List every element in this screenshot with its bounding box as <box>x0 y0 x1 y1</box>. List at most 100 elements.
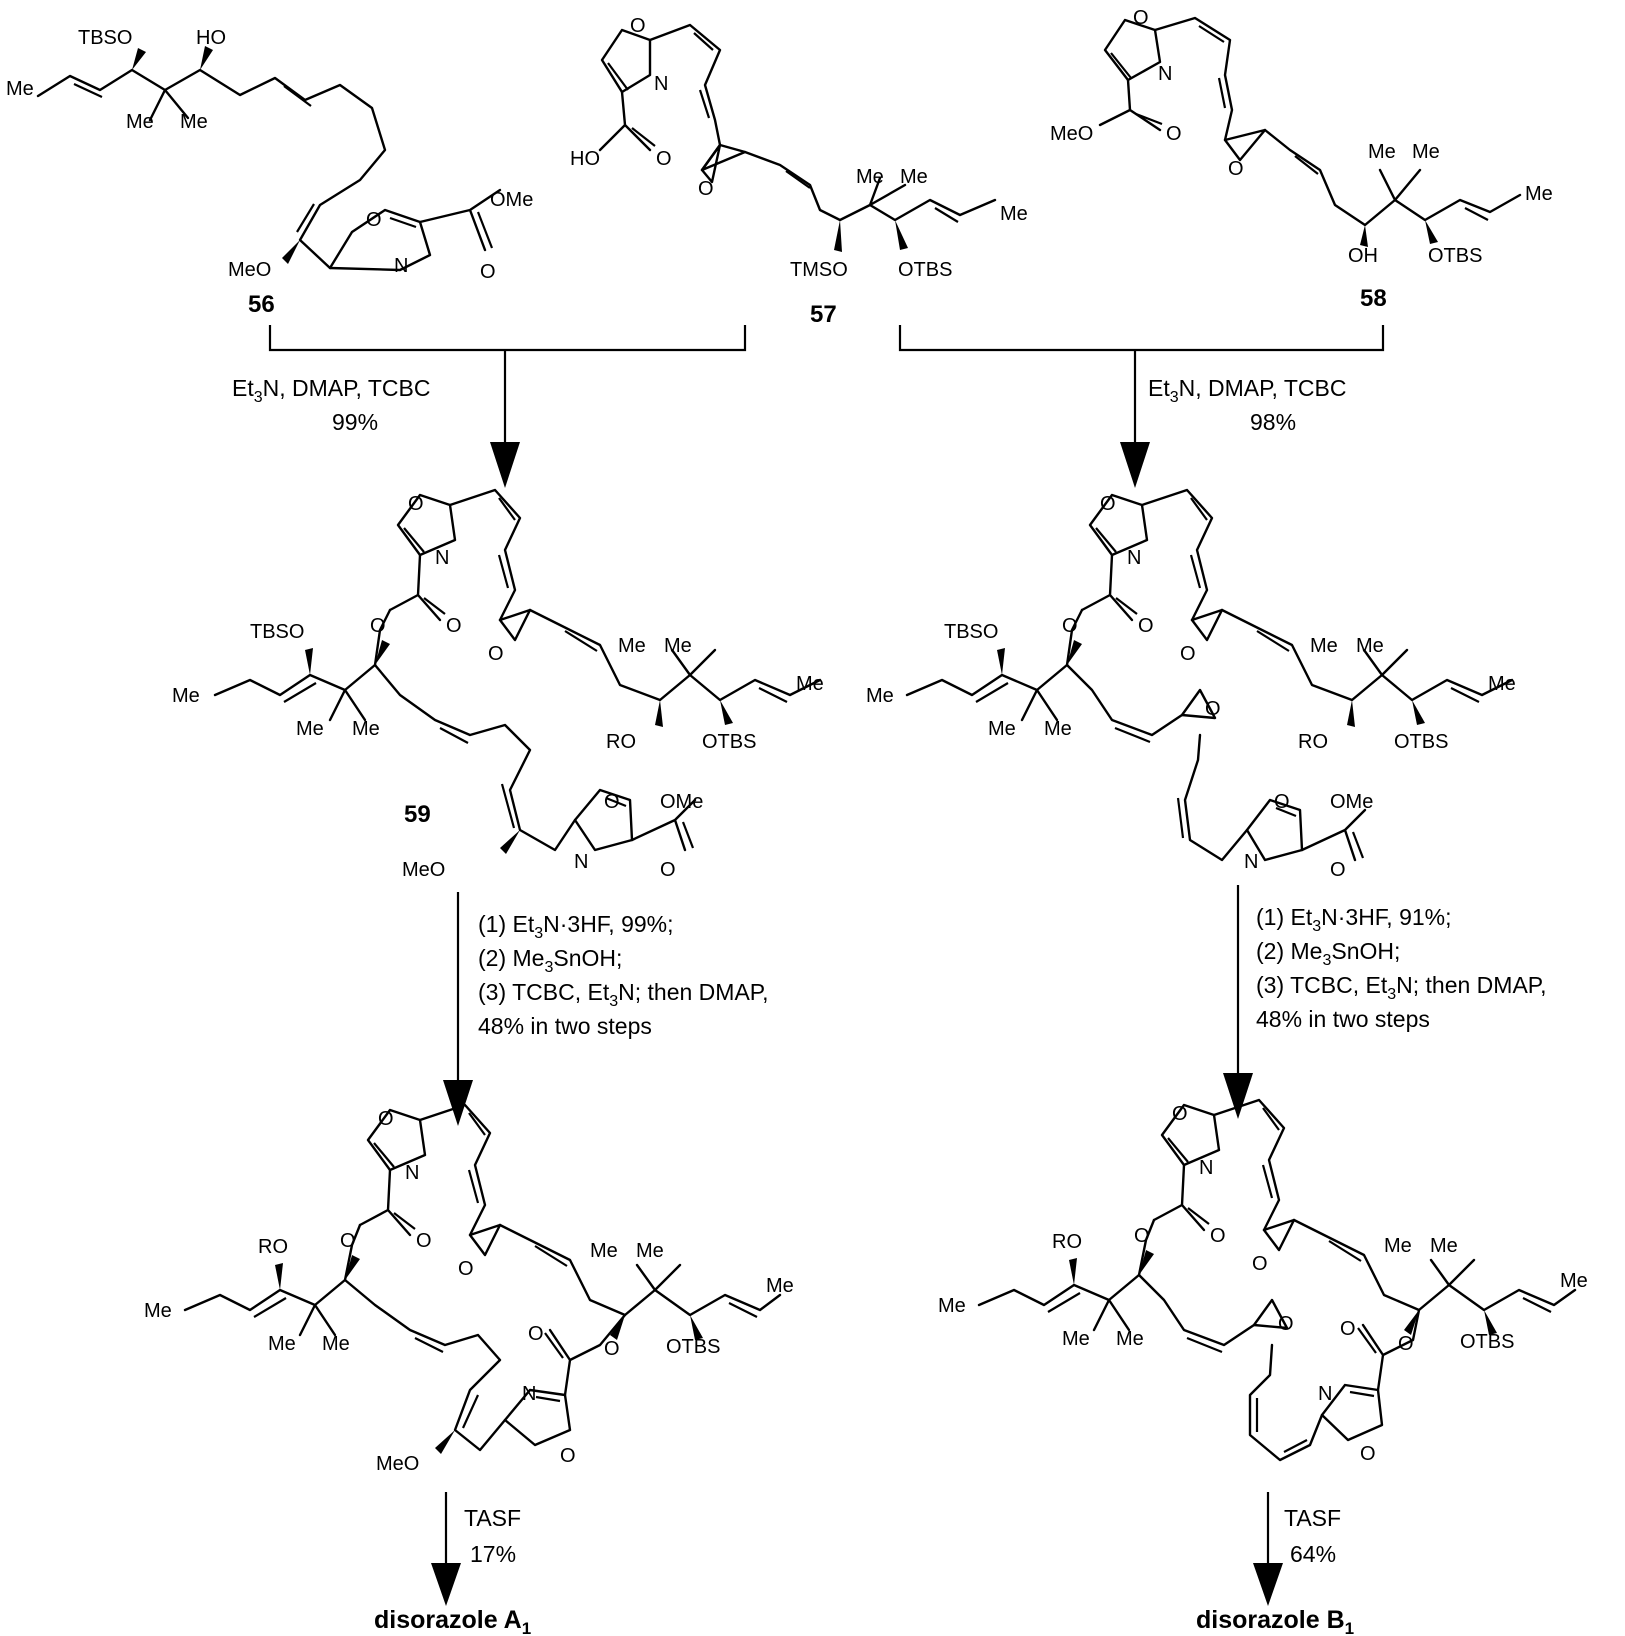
c59-ome-label: OMe <box>660 791 703 813</box>
right-step-2: (2) Me3SnOH; <box>1256 938 1400 969</box>
c59-me-label: Me <box>618 635 646 657</box>
rm-me-label: Me <box>1384 1235 1412 1257</box>
lm-otbs-label: OTBS <box>666 1336 720 1358</box>
right-macro-conditions: (1) Et3N·3HF, 91%; (2) Me3SnOH; (3) TCBC… <box>1256 904 1547 1032</box>
c57-me-label: Me <box>856 166 884 188</box>
c59-me-label: Me <box>296 718 324 740</box>
c59-epoxide-o-label: O <box>488 643 504 665</box>
c58-oh-label: OH <box>1348 245 1378 267</box>
left-coupling-conditions: Et3N, DMAP, TCBC 99% <box>232 375 431 435</box>
c59-oxazole-o-label: O <box>408 493 424 515</box>
right-final-yield: 64% <box>1290 1541 1336 1567</box>
c56-carbonyl-o-label: O <box>480 261 496 283</box>
rm-me-label: Me <box>1062 1328 1090 1350</box>
c57-oxazole-o-label: O <box>630 15 646 37</box>
lm-oxazole-n-label: N <box>405 1162 419 1184</box>
lm-oxazole2-o-label: O <box>560 1445 576 1467</box>
ri-tbso-label: TBSO <box>944 621 998 643</box>
rm-carbonyl-o-label: O <box>1210 1225 1226 1247</box>
ri-ome-label: OMe <box>1330 791 1373 813</box>
right-final-arrow <box>1253 1492 1283 1606</box>
lm-meo-label: MeO <box>376 1453 419 1475</box>
c58-otbs-label: OTBS <box>1428 245 1482 267</box>
c59-otbs-label: OTBS <box>702 731 756 753</box>
lm-epoxide-o-label: O <box>458 1258 474 1280</box>
ri-oxazole2-n-label: N <box>1244 851 1258 873</box>
rm-me-label: Me <box>938 1295 966 1317</box>
rm-ro-label: RO <box>1052 1231 1082 1253</box>
compound-57: O N HO O O Me Me Me TMSO OTBS 57 <box>570 15 1028 328</box>
right-coupling-reagents: Et3N, DMAP, TCBC <box>1148 375 1347 406</box>
c57-me-label: Me <box>1000 203 1028 225</box>
c59-carbonyl2-o-label: O <box>660 859 676 881</box>
left-step-3: (3) TCBC, Et3N; then DMAP, <box>478 979 769 1010</box>
right-step-3: (3) TCBC, Et3N; then DMAP, <box>1256 972 1547 1003</box>
c59-meo-label: MeO <box>402 859 445 881</box>
rm-oxazole2-o-label: O <box>1360 1443 1376 1465</box>
c57-acid-o-label: O <box>656 148 672 170</box>
lm-me-label: Me <box>144 1300 172 1322</box>
c59-oxazole2-o-label: O <box>604 791 620 813</box>
compound-58-number: 58 <box>1360 285 1387 312</box>
rm-me-label: Me <box>1430 1235 1458 1257</box>
ri-oxazole-n-label: N <box>1127 547 1141 569</box>
rm-otbs-label: OTBS <box>1460 1331 1514 1353</box>
compound-left-macrocycle: O N O O RO O Me Me Me Me Me Me OTBS O O … <box>144 1103 794 1475</box>
rm-epoxide2-o-label: O <box>1278 1313 1294 1335</box>
c56-ome-label: OMe <box>490 189 533 211</box>
lm-me-label: Me <box>590 1240 618 1262</box>
c59-tbso-label: TBSO <box>250 621 304 643</box>
rm-oxazole2-n-label: N <box>1318 1383 1332 1405</box>
right-final-reagent: TASF <box>1284 1505 1341 1531</box>
ri-ro-label: RO <box>1298 731 1328 753</box>
c56-ho-label: HO <box>196 27 226 49</box>
c57-me-label: Me <box>900 166 928 188</box>
rm-ester2-o-label: O <box>1398 1333 1414 1355</box>
lm-oxazole-o-label: O <box>378 1108 394 1130</box>
c59-me-label: Me <box>172 685 200 707</box>
c58-me-label: Me <box>1368 141 1396 163</box>
c58-me-label: Me <box>1412 141 1440 163</box>
ri-me-label: Me <box>988 718 1016 740</box>
c58-epoxide-o-label: O <box>1228 158 1244 180</box>
right-step-1: (1) Et3N·3HF, 91%; <box>1256 904 1452 935</box>
rm-me-label: Me <box>1116 1328 1144 1350</box>
compound-56: TBSO HO Me Me Me MeO O N OMe O 56 <box>6 27 533 318</box>
left-macro-conditions: (1) Et3N·3HF, 99%; (2) Me3SnOH; (3) TCBC… <box>478 911 769 1039</box>
left-step-yield: 48% in two steps <box>478 1013 652 1039</box>
c59-oxazole2-n-label: N <box>574 851 588 873</box>
c57-oxazole-n-label: N <box>654 73 668 95</box>
ri-me-label: Me <box>1310 635 1338 657</box>
left-final-reagent: TASF <box>464 1505 521 1531</box>
lm-me-label: Me <box>322 1333 350 1355</box>
ri-ester-o-label: O <box>1062 615 1078 637</box>
left-macro-arrow <box>443 892 473 1126</box>
c56-oxazole-o-label: O <box>366 209 382 231</box>
rm-oxazole-n-label: N <box>1199 1157 1213 1179</box>
c59-me-label: Me <box>796 673 824 695</box>
c57-ho-label: HO <box>570 148 600 170</box>
right-coupling-yield: 98% <box>1250 409 1296 435</box>
ri-oxazole2-o-label: O <box>1274 791 1290 813</box>
c59-me-label: Me <box>352 718 380 740</box>
c56-meo-label: MeO <box>228 259 271 281</box>
rm-carbonyl2-o-label: O <box>1340 1318 1356 1340</box>
left-step-1: (1) Et3N·3HF, 99%; <box>478 911 674 942</box>
c56-oxazole-n-label: N <box>394 255 408 277</box>
right-coupling-arrow <box>898 325 1385 488</box>
ri-otbs-label: OTBS <box>1394 731 1448 753</box>
compound-right-intermediate: O N O O TBSO O Me Me Me Me Me Me RO OTBS… <box>866 488 1516 881</box>
ri-epoxide2-o-label: O <box>1205 698 1221 720</box>
c57-epoxide-o-label: O <box>698 178 714 200</box>
right-macro-arrow <box>1223 885 1253 1119</box>
compound-right-macrocycle: O N O O RO O Me Me Me Me Me Me OTBS O O … <box>938 1098 1588 1465</box>
lm-oxazole2-n-label: N <box>522 1383 536 1405</box>
ri-oxazole-o-label: O <box>1100 493 1116 515</box>
c58-me-label: Me <box>1525 183 1553 205</box>
c58-oxazole-n-label: N <box>1158 63 1172 85</box>
rm-epoxide-o-label: O <box>1252 1253 1268 1275</box>
c57-otbs-label: OTBS <box>898 259 952 281</box>
lm-me-label: Me <box>268 1333 296 1355</box>
ri-me-label: Me <box>866 685 894 707</box>
